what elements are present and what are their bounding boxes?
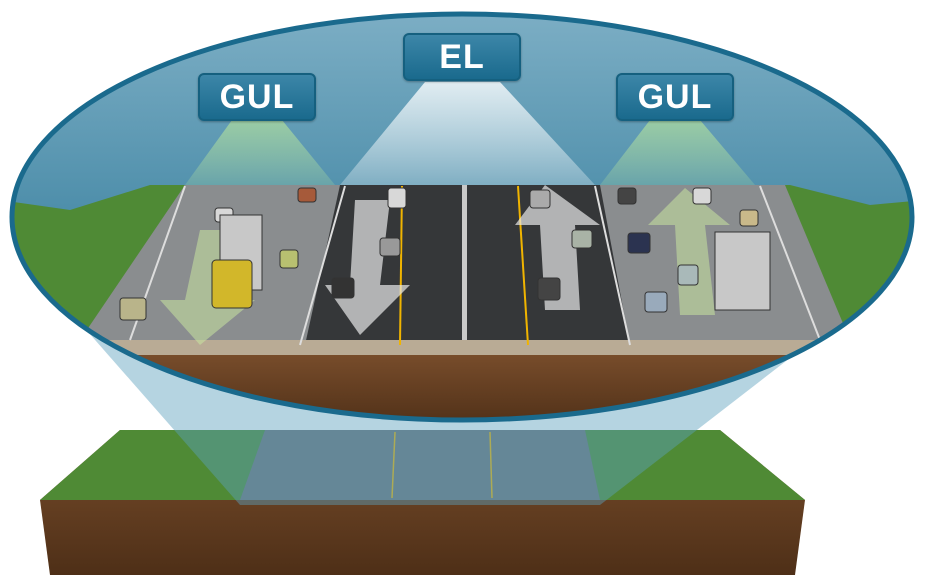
beam-right-gul	[600, 120, 755, 185]
label-left-gul: GUL	[198, 73, 316, 121]
arrow-down-el	[325, 200, 410, 335]
arrow-up-right-gul	[648, 188, 730, 315]
ground-block	[40, 430, 805, 575]
arrow-up-el	[515, 185, 600, 310]
lens-outline	[9, 11, 915, 423]
beam-center-el	[340, 82, 595, 185]
label-right-gul: GUL	[616, 73, 734, 121]
vehicles	[119, 187, 771, 321]
beam-left-gul	[185, 120, 335, 185]
label-center-el: EL	[403, 33, 521, 81]
